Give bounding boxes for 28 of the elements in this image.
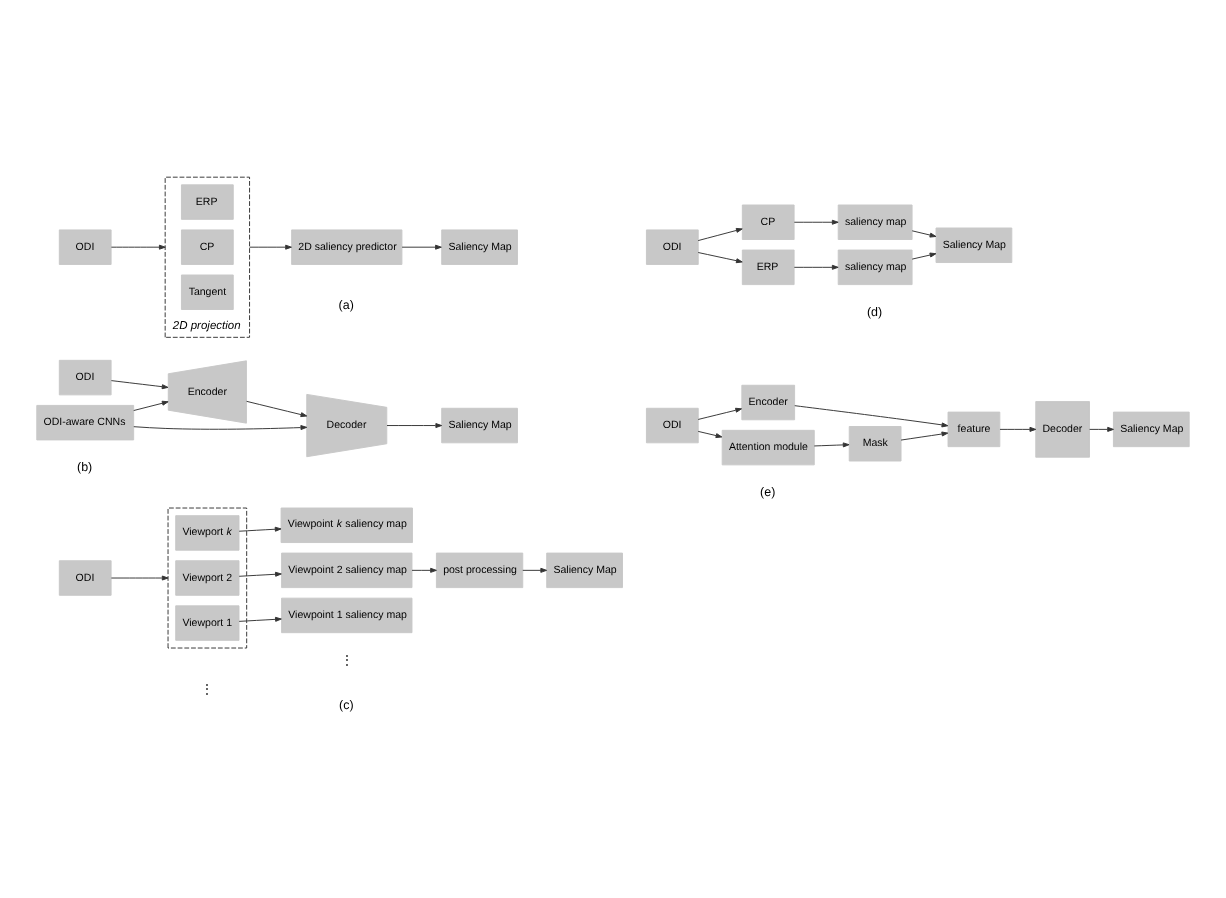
arrow — [110, 243, 166, 249]
arrow — [911, 229, 937, 237]
arrow — [133, 424, 308, 430]
arrow — [1089, 425, 1114, 431]
arrow — [246, 399, 308, 417]
arrow — [999, 425, 1037, 431]
arrow — [794, 404, 949, 427]
cluster — [167, 506, 248, 648]
arrow — [697, 406, 743, 419]
arrow — [249, 243, 292, 249]
arrow — [386, 422, 443, 428]
arrow — [900, 430, 949, 440]
arrow — [411, 566, 437, 572]
arrow — [697, 251, 743, 263]
arrow — [697, 429, 723, 438]
arrow — [401, 243, 442, 249]
arrow — [133, 399, 169, 411]
arrow — [793, 263, 839, 269]
arrow — [238, 570, 282, 576]
arrow — [911, 251, 937, 259]
arrow — [238, 615, 282, 621]
arrow — [522, 566, 548, 572]
arrow — [238, 525, 282, 531]
arrow — [793, 218, 839, 224]
arrow — [110, 379, 169, 389]
arrow — [697, 226, 743, 241]
arrow — [110, 574, 169, 580]
arrow — [813, 441, 850, 447]
